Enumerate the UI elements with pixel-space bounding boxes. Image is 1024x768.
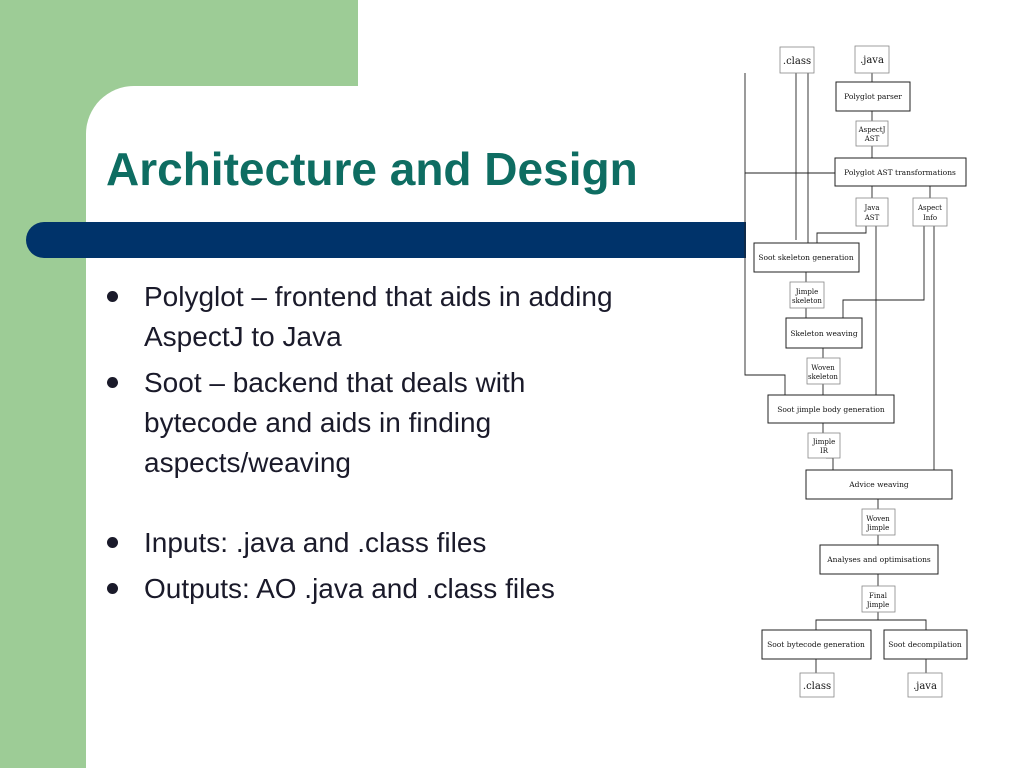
svg-text:Jimple: Jimple (866, 601, 890, 609)
bullet-text: Inputs: .java and .class files (144, 527, 487, 558)
bullet-dot (107, 583, 118, 594)
bullet-dot (107, 537, 118, 548)
svg-text:Polyglot parser: Polyglot parser (844, 92, 902, 101)
title-bar (26, 222, 746, 258)
bytecode-generation-node: Soot bytecode generation (761, 629, 872, 660)
svg-text:Analyses and optimisations: Analyses and optimisations (826, 555, 931, 564)
svg-text:Polyglot AST transformations: Polyglot AST transformations (844, 168, 956, 177)
output-class-file: .class (799, 672, 835, 698)
svg-text:Woven: Woven (811, 364, 835, 372)
final-jimple-doc: Final Jimple (861, 585, 896, 613)
bullet-list: Polyglot – frontend that aids in adding … (104, 277, 624, 615)
bullet-dot (107, 377, 118, 388)
jimple-ir-doc: Jimple IR (807, 432, 841, 459)
svg-text:.class: .class (803, 681, 831, 692)
svg-text:.java: .java (913, 681, 937, 692)
slide-title: Architecture and Design (106, 143, 638, 195)
jimple-skeleton-doc: Jimple skeleton (789, 281, 825, 309)
body-generation-node: Soot jimple body generation (767, 394, 895, 424)
aspectj-ast-doc: AspectJ AST (855, 120, 889, 147)
bullet-item-soot: Soot – backend that deals with bytecode … (104, 363, 624, 483)
woven-jimple-doc: Woven Jimple (861, 508, 896, 536)
svg-text:Soot jimple body generation: Soot jimple body generation (777, 405, 885, 414)
svg-text:Final: Final (869, 592, 888, 600)
svg-text:Soot decompilation: Soot decompilation (888, 640, 962, 649)
svg-text:Jimple: Jimple (812, 438, 836, 446)
svg-text:Info: Info (923, 214, 937, 222)
woven-skeleton-doc: Woven skeleton (806, 357, 841, 385)
bullet-dot (107, 291, 118, 302)
svg-text:skeleton: skeleton (792, 297, 822, 305)
polyglot-parser-node: Polyglot parser (835, 81, 911, 112)
diagram-edges (744, 73, 935, 673)
bullet-item-polyglot: Polyglot – frontend that aids in adding … (104, 277, 624, 357)
analyses-node: Analyses and optimisations (819, 544, 939, 575)
svg-text:.java: .java (860, 55, 884, 66)
input-java-file: .java (854, 45, 890, 74)
svg-text:Woven: Woven (866, 515, 890, 523)
skeleton-weaving-node: Skeleton weaving (785, 317, 863, 349)
output-java-file: .java (907, 672, 943, 698)
svg-text:Soot skeleton generation: Soot skeleton generation (758, 253, 853, 262)
svg-text:Advice weaving: Advice weaving (848, 480, 909, 489)
svg-text:AST: AST (864, 214, 880, 222)
bullet-item-inputs: Inputs: .java and .class files (104, 523, 624, 563)
svg-text:skeleton: skeleton (808, 373, 838, 381)
svg-text:AspectJ: AspectJ (858, 126, 886, 134)
advice-weaving-node: Advice weaving (805, 469, 953, 500)
svg-text:.class: .class (783, 56, 811, 67)
svg-text:Skeleton weaving: Skeleton weaving (790, 329, 857, 338)
bullet-text: Soot – backend that deals with bytecode … (144, 367, 526, 478)
input-class-file: .class (779, 46, 815, 74)
decompilation-node: Soot decompilation (883, 629, 968, 660)
svg-text:Java: Java (863, 204, 879, 212)
bullet-item-outputs: Outputs: AO .java and .class files (104, 569, 624, 609)
svg-text:Soot bytecode generation: Soot bytecode generation (767, 640, 865, 649)
skeleton-generation-node: Soot skeleton generation (753, 242, 860, 273)
architecture-diagram: .class .java Polyglot parser AspectJ AST… (744, 45, 968, 698)
svg-text:Jimple: Jimple (866, 524, 890, 532)
svg-text:IR: IR (820, 447, 829, 455)
aspect-info-doc: Aspect Info (912, 197, 948, 227)
bullet-text: Polyglot – frontend that aids in adding … (144, 281, 613, 352)
bullet-text: Outputs: AO .java and .class files (144, 573, 555, 604)
svg-text:AST: AST (864, 135, 880, 143)
svg-text:Jimple: Jimple (795, 288, 819, 296)
ast-transformations-node: Polyglot AST transformations (834, 157, 967, 187)
java-ast-doc: Java AST (855, 197, 889, 227)
svg-text:Aspect: Aspect (917, 204, 942, 212)
